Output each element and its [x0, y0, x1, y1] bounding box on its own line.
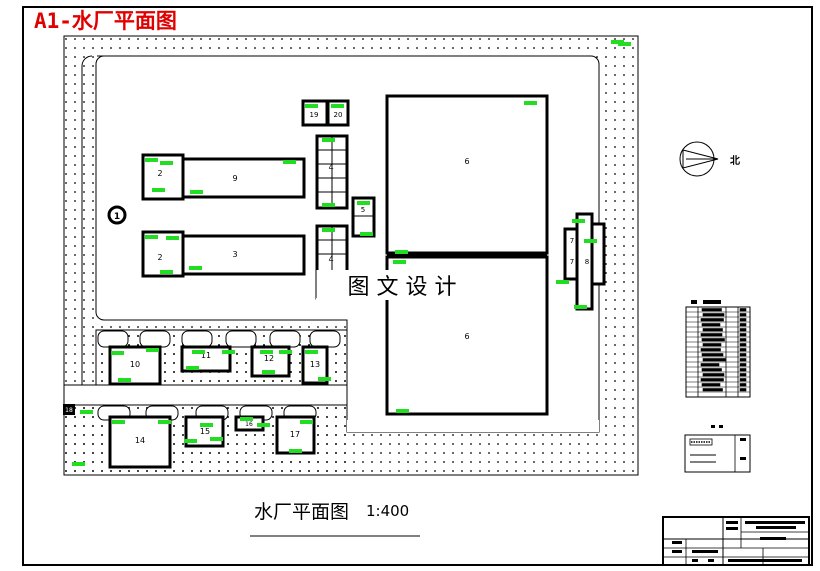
green-tag: [322, 138, 335, 142]
green-tag: [574, 305, 587, 309]
green-tag: [186, 366, 199, 370]
green-tag: [152, 188, 165, 192]
building-label-20: 20: [334, 111, 343, 119]
building-label-14: 14: [135, 436, 145, 445]
building-label-5: 5: [361, 206, 365, 214]
green-tag: [158, 420, 171, 424]
green-tag: [222, 350, 235, 354]
green-tag: [279, 350, 292, 354]
green-tag: [572, 219, 585, 223]
symbol-key: [684, 425, 751, 473]
green-tag: [210, 437, 223, 441]
compass-rose: 北: [679, 141, 740, 177]
title-block-fill: [672, 521, 805, 562]
marker-1-label: 1: [114, 212, 120, 222]
green-tag: [305, 350, 318, 354]
green-tag: [145, 158, 158, 162]
building-label-7a: 7: [570, 237, 574, 245]
building-label-11: 11: [201, 351, 211, 360]
green-tag: [146, 348, 159, 352]
green-tag: [322, 203, 335, 207]
building-label-2a: 2: [157, 169, 162, 178]
green-tag: [184, 439, 197, 443]
green-tag: [112, 420, 125, 424]
building-label-15: 15: [200, 427, 210, 436]
green-tag: [262, 370, 275, 374]
ring-road: [81, 55, 93, 390]
green-tag: [618, 42, 631, 46]
watermark-text: 图 文 设 计: [348, 275, 457, 300]
marker-18-label: 18: [65, 407, 73, 414]
green-tag: [395, 250, 408, 254]
green-tag: [111, 351, 124, 355]
title-block: [662, 516, 810, 566]
green-tag: [283, 160, 296, 164]
building-label-19: 19: [310, 111, 319, 119]
green-tag: [396, 409, 409, 413]
building-9: [181, 157, 306, 199]
green-tag: [393, 260, 406, 264]
green-tag: [289, 449, 302, 453]
green-tag: [166, 236, 179, 240]
green-tag: [357, 201, 370, 205]
marker-1: 1: [107, 205, 127, 225]
green-tag: [192, 350, 205, 354]
building-8b: [590, 222, 606, 286]
caption-title: 水厂平面图: [254, 501, 349, 523]
green-tag: [240, 417, 253, 421]
building-label-6a: 6: [464, 157, 469, 166]
building-labels: 2 9 2 3 19 20 4 4 5 6 6 7 7 8 10 11 12 13 14 15 16 17: [130, 111, 589, 445]
building-3: [181, 234, 306, 276]
green-tag: [584, 239, 597, 243]
sheet-title: A1-水厂平面图: [34, 9, 177, 33]
building-label-16: 16: [245, 421, 253, 428]
green-tag: [556, 280, 569, 284]
watermark-box: [316, 270, 486, 300]
green-tag: [190, 190, 203, 194]
legend-table: [685, 300, 751, 398]
building-label-9: 9: [232, 174, 237, 183]
building-label-8: 8: [585, 258, 589, 266]
green-tag: [160, 161, 173, 165]
green-tag-marks: [72, 40, 631, 466]
building-label-7b: 7: [570, 258, 574, 266]
green-tag: [360, 232, 373, 236]
green-tag: [322, 228, 335, 232]
building-label-13: 13: [310, 360, 320, 369]
green-tag: [305, 104, 318, 108]
green-tag: [318, 377, 331, 381]
building-label-17: 17: [290, 430, 300, 439]
road-south: [347, 420, 599, 432]
building-6a: [385, 94, 549, 255]
drawing-frame: [22, 6, 813, 566]
green-tag: [189, 266, 202, 270]
green-tag: [331, 104, 344, 108]
green-tag: [200, 423, 213, 427]
road-west: [63, 384, 348, 406]
building-label-3: 3: [232, 250, 237, 259]
building-label-12: 12: [264, 354, 274, 363]
north-label: 北: [730, 154, 740, 167]
green-tag: [80, 410, 93, 414]
green-tag: [257, 423, 270, 427]
building-label-6b: 6: [464, 332, 469, 341]
green-tag: [524, 101, 537, 105]
green-tag: [300, 420, 313, 424]
green-tag: [260, 350, 273, 354]
green-tag: [72, 462, 85, 466]
building-label-2b: 2: [157, 253, 162, 262]
building-label-4a: 4: [328, 163, 333, 172]
green-tag: [118, 378, 131, 382]
building-label-4b: 4: [328, 255, 333, 264]
marker-18: 18: [63, 404, 75, 415]
caption-scale: 1:400: [366, 502, 409, 520]
building-14: [108, 415, 172, 469]
green-tag: [160, 270, 173, 274]
green-tag: [611, 40, 624, 44]
green-tag: [145, 235, 158, 239]
building-label-10: 10: [130, 360, 140, 369]
